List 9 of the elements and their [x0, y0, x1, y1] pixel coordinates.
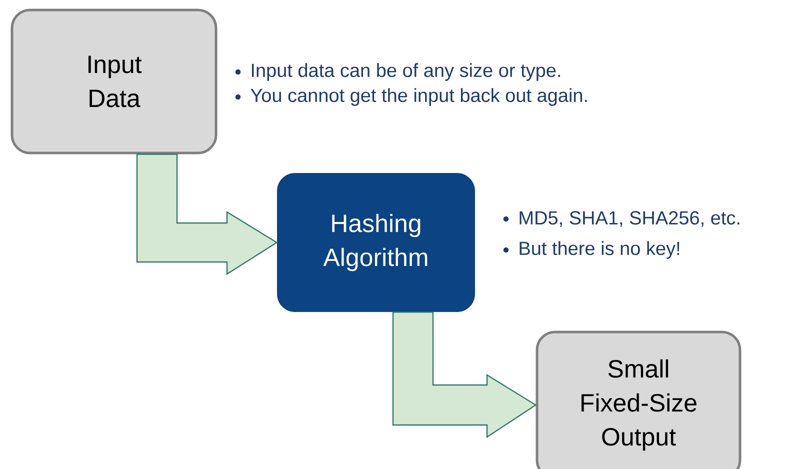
block-arrow	[392, 312, 537, 438]
bullet-text: Input data can be of any size or type.	[252, 63, 560, 81]
process-box: Hashing Algorithm	[277, 173, 475, 312]
bullet-text: But there is no key!	[520, 241, 680, 259]
output-box: Small Fixed-Size Output	[536, 330, 742, 469]
bullet-text: You cannot get the input back out again.	[250, 88, 587, 106]
bullet-text: MD5, SHA1, SHA256, etc.	[520, 211, 740, 227]
process-box: Input Data	[10, 8, 218, 154]
block-arrow	[136, 154, 278, 276]
